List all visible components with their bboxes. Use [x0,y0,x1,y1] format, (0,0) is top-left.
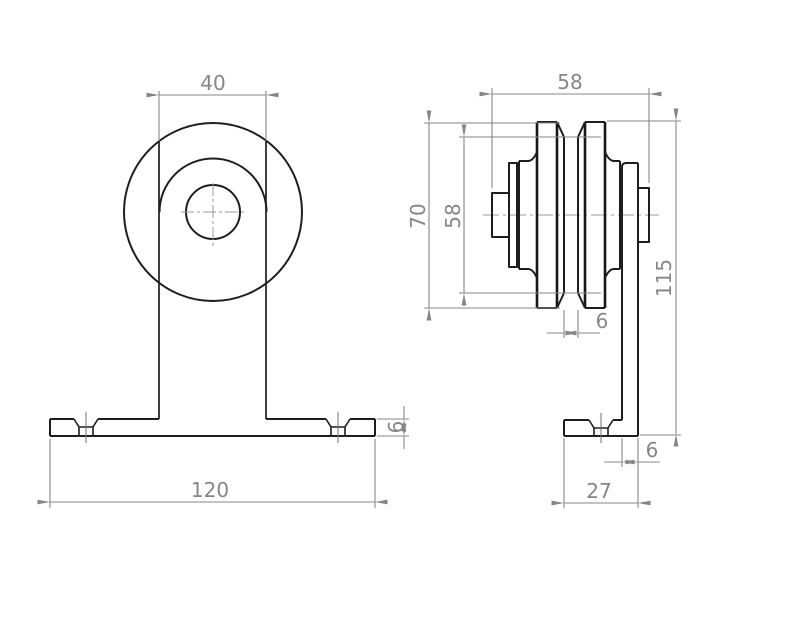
wheel-outer-circle [123,122,303,302]
washer [508,162,518,268]
groove-chamfers [577,121,586,309]
arm-side-profile [621,162,639,436]
groove-bottom-edges [563,137,579,293]
flange-rim-edges [585,121,605,309]
countersunk-hole-right [325,412,351,443]
extension-lines [563,310,579,338]
dim-overall-height: 115 [607,108,681,447]
dim-base-length: 120 [37,439,388,508]
countersunk-hole-left [73,412,99,443]
extension-lines [424,122,560,309]
arm-extension-lines [158,91,267,141]
dim-groove-diameter: 58 [441,124,601,306]
dim-label: 115 [652,259,676,297]
dim-arm-thickness: 6 [604,438,660,508]
dim-label: 120 [191,478,229,502]
dim-label: 6 [384,421,408,434]
extension-lines [49,439,376,508]
groove-chamfers [556,121,565,309]
dim-label: 58 [441,203,465,228]
base-side-outline [563,419,638,437]
dim-label: 6 [646,438,659,462]
side-view: 58 70 58 6 115 [406,70,681,508]
dim-base-depth: 27 [551,438,651,508]
dim-base-thickness: 6 [377,406,409,449]
base-end-edges [49,419,376,436]
dim-overall-width: 58 [479,70,662,188]
dim-label: 58 [557,70,582,94]
dim-label: 6 [596,309,609,333]
hub-right [604,151,621,279]
dim-flange-diameter: 70 [406,110,560,321]
extension-lines [459,136,601,294]
countersunk-hole-side [588,413,614,443]
axle-nut [637,187,650,243]
dim-label: 27 [586,479,611,503]
dim-label: 40 [200,71,225,95]
front-view: 40 6 120 [37,71,409,508]
dim-groove-width: 6 [547,309,608,338]
arm-edges [158,141,267,419]
dim-arm-width: 40 [146,71,279,98]
hub-circle-arc [158,157,268,213]
extension-lines [491,88,650,188]
extension-lines [621,438,639,508]
flange-faces [535,122,559,308]
dim-label: 70 [406,203,430,228]
